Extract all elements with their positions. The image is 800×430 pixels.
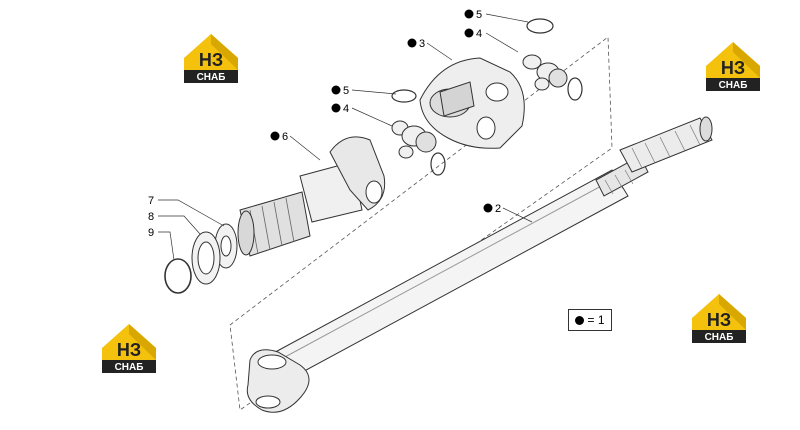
callout-2: 2 (483, 203, 501, 215)
callout-5-upper: 5 (464, 9, 482, 21)
washer-part-8 (191, 231, 221, 285)
svg-text:СНАБ: СНАБ (115, 362, 144, 373)
svg-text:2: 2 (495, 203, 501, 215)
svg-text:СНАБ: СНАБ (197, 72, 226, 83)
axle-shaft-part-2 (246, 116, 713, 413)
cross-joint-lower-part-4 (391, 120, 437, 159)
callout-5-lower: 5 (331, 85, 349, 97)
circlip-upper-right (567, 77, 583, 101)
svg-text:НЗ: НЗ (117, 340, 141, 360)
callout-4-upper: 4 (464, 28, 482, 40)
svg-text:4: 4 (343, 103, 349, 115)
svg-text:3: 3 (419, 38, 425, 50)
logo-watermark-top-left: НЗ СНАБ (184, 34, 238, 83)
svg-text:5: 5 (476, 9, 482, 21)
logo-watermark-bottom-right: НЗ СНАБ (692, 294, 746, 343)
svg-text:СНАБ: СНАБ (705, 332, 734, 343)
legend-box: = 1 (568, 309, 612, 331)
callout-6: 6 (270, 131, 288, 143)
logo-watermark-bottom-left: НЗ СНАБ (102, 324, 156, 373)
center-housing-part-3 (419, 57, 525, 149)
circlip-lower-part-5 (391, 89, 417, 103)
svg-text:НЗ: НЗ (707, 310, 731, 330)
legend-text: = 1 (587, 313, 605, 327)
snap-ring-part-9 (164, 258, 192, 294)
circlip-upper-part-5 (526, 18, 554, 34)
callout-8: 8 (148, 211, 154, 223)
circlip-lower-right (430, 152, 446, 176)
svg-text:6: 6 (282, 131, 288, 143)
svg-text:НЗ: НЗ (199, 50, 223, 70)
svg-text:СНАБ: СНАБ (719, 80, 748, 91)
svg-text:НЗ: НЗ (721, 58, 745, 78)
callout-4-lower: 4 (331, 103, 349, 115)
callout-3: 3 (407, 38, 425, 50)
leader-lines (158, 13, 533, 261)
yoke-shaft-part-6 (237, 136, 386, 257)
cross-joint-upper-part-4 (522, 54, 568, 91)
svg-text:4: 4 (476, 28, 482, 40)
legend-bullet-icon (575, 315, 585, 325)
logo-watermark-top-right: НЗ СНАБ (706, 42, 760, 91)
svg-text:5: 5 (343, 85, 349, 97)
callout-9: 9 (148, 227, 154, 239)
callout-7: 7 (148, 195, 154, 207)
shim-part-7 (214, 223, 238, 269)
